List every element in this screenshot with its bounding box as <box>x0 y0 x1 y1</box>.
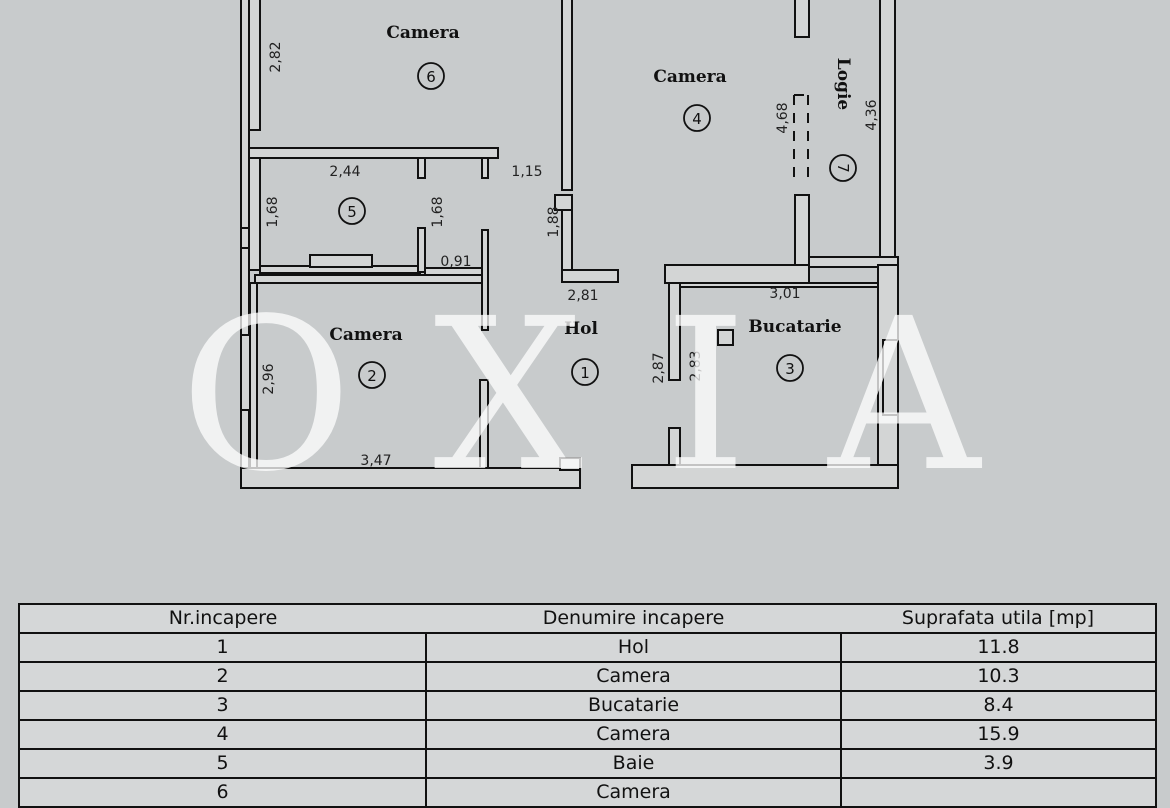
dim-3-47: 3,47 <box>360 453 391 469</box>
cell-number: 1 <box>18 632 427 663</box>
dim-2-44: 2,44 <box>329 164 360 180</box>
header-room-name: Denumire incapere <box>426 603 841 634</box>
header-room-number: Nr.incapere <box>18 603 426 634</box>
cell-area: 11.8 <box>840 632 1157 663</box>
cell-area: 10.3 <box>840 661 1157 692</box>
cell-number: 6 <box>18 777 427 808</box>
cell-number: 2 <box>18 661 427 692</box>
room-3-label: Bucatarie <box>748 317 841 337</box>
room-4-label: Camera <box>653 67 726 87</box>
cell-number: 3 <box>18 690 427 721</box>
dim-1-68-left: 1,68 <box>265 196 281 227</box>
dim-3-01: 3,01 <box>769 286 800 302</box>
dimensions: 2,82 2,44 1,15 1,68 1,68 1,88 0,91 2,81 … <box>261 41 880 469</box>
room-1-label: Hol <box>564 319 598 339</box>
cell-name: Baie <box>425 748 842 779</box>
walls <box>240 0 899 489</box>
cell-number: 5 <box>18 748 427 779</box>
table-row: 1 Hol 11.8 <box>18 632 1157 663</box>
room-6-number: 6 <box>426 68 436 86</box>
floor-plan: Camera 6 Camera 4 Logie 7 5 Camera 2 Hol… <box>180 0 982 518</box>
cell-name: Hol <box>425 632 842 663</box>
dim-4-36: 4,36 <box>864 99 880 130</box>
room-3-number: 3 <box>785 360 795 378</box>
cell-name: Camera <box>425 661 842 692</box>
cell-number: 4 <box>18 719 427 750</box>
room-5-number: 5 <box>347 203 357 221</box>
room-6-label: Camera <box>386 23 459 43</box>
cell-area: 15.9 <box>840 719 1157 750</box>
dim-1-88: 1,88 <box>546 206 562 237</box>
room-7-label: Logie <box>833 58 853 111</box>
room-4-number: 4 <box>692 110 702 128</box>
room-2-number: 2 <box>367 367 377 385</box>
dim-2-81: 2,81 <box>567 288 598 304</box>
cell-area: 3.9 <box>840 748 1157 779</box>
cell-area: 8.4 <box>840 690 1157 721</box>
cell-area <box>840 777 1157 808</box>
room-1-number: 1 <box>580 364 590 382</box>
table-row: 2 Camera 10.3 <box>18 661 1157 692</box>
table-row: 5 Baie 3.9 <box>18 748 1157 779</box>
room-2-label: Camera <box>329 325 402 345</box>
dim-0-91: 0,91 <box>440 254 471 270</box>
watermark: O X I A <box>180 273 982 518</box>
table-header-row: Nr.incapere Denumire incapere Suprafata … <box>18 603 1157 634</box>
cell-name: Bucatarie <box>425 690 842 721</box>
table-row: 3 Bucatarie 8.4 <box>18 690 1157 721</box>
header-usable-area: Suprafata utila [mp] <box>841 603 1157 634</box>
table-row: 6 Camera <box>18 777 1157 808</box>
dim-2-83: 2,83 <box>688 350 704 381</box>
dim-2-96: 2,96 <box>261 363 277 394</box>
dim-1-15: 1,15 <box>511 164 542 180</box>
table-row: 4 Camera 15.9 <box>18 719 1157 750</box>
cell-name: Camera <box>425 719 842 750</box>
dim-2-87: 2,87 <box>651 352 667 383</box>
room-7-number: 7 <box>834 163 852 173</box>
dim-2-82: 2,82 <box>268 41 284 72</box>
room-labels: Camera 6 Camera 4 Logie 7 5 Camera 2 Hol… <box>329 23 857 389</box>
cell-name: Camera <box>425 777 842 808</box>
dim-4-68: 4,68 <box>775 102 791 133</box>
dim-1-68-right: 1,68 <box>430 196 446 227</box>
room-area-table: Nr.incapere Denumire incapere Suprafata … <box>18 603 1157 808</box>
